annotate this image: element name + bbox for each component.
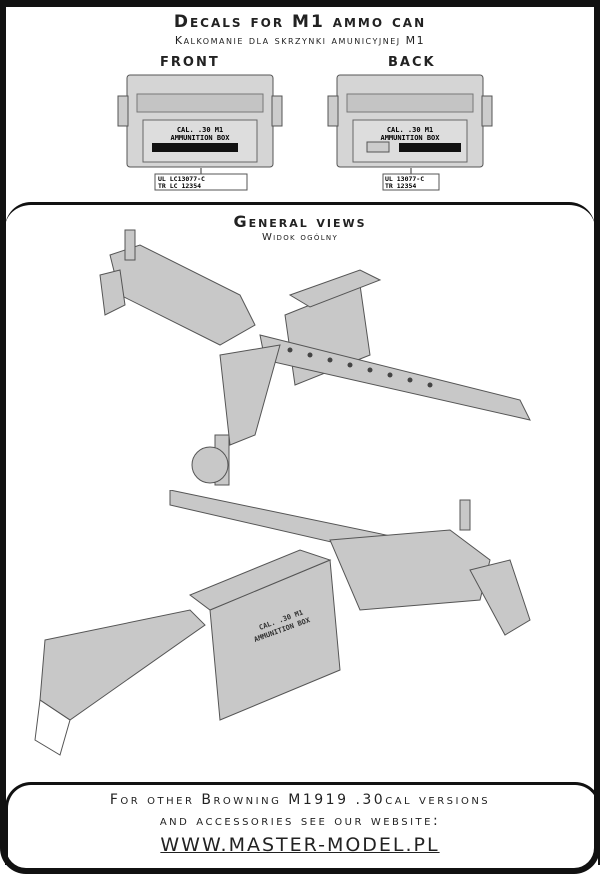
front-label: FRONT <box>160 55 220 70</box>
back-decal-line2: AMMUNITION BOX <box>380 134 440 142</box>
footer-panel <box>5 782 600 865</box>
website-url[interactable]: WWW.MASTER-MODEL.PL <box>160 834 440 856</box>
footer-line2: and accessories see our website: <box>159 813 441 829</box>
footer-line1: For other Browning M1919 .30cal versions <box>109 792 491 808</box>
general-views-subtitle: Widok ogólny <box>261 232 339 243</box>
front-decal-line2: AMMUNITION BOX <box>170 134 230 142</box>
front-tag-line1: UL LC13077-C <box>158 175 205 183</box>
back-ammo-can-illustration: CAL. .30 M1 AMMUNITION BOX UL 13077-C TR… <box>327 74 493 191</box>
machine-gun-view-top <box>99 229 531 486</box>
general-views-panel <box>5 202 595 825</box>
decals-subtitle: Kalkomanie dla skrzynki amunicyjnej M1 <box>174 34 426 47</box>
back-label: BACK <box>388 55 436 70</box>
back-tag-line2: TR 12354 <box>385 182 416 190</box>
back-tag-line1: UL 13077-C <box>385 175 424 183</box>
machine-gun-view-bottom: CAL. .30 M1 AMMUNITION BOX <box>34 490 531 756</box>
back-decal-line1: CAL. .30 M1 <box>387 126 433 134</box>
front-decal-line1: CAL. .30 M1 <box>177 126 223 134</box>
decals-title: Decals for M1 ammo can <box>173 12 427 32</box>
front-tag-line2: TR LC 12354 <box>158 182 201 190</box>
front-ammo-can-illustration: CAL. .30 M1 AMMUNITION BOX UL LC13077-C … <box>117 74 283 191</box>
website-link[interactable]: WWW.MASTER-MODEL.PL <box>0 834 600 856</box>
general-views-title: General views <box>233 212 367 231</box>
